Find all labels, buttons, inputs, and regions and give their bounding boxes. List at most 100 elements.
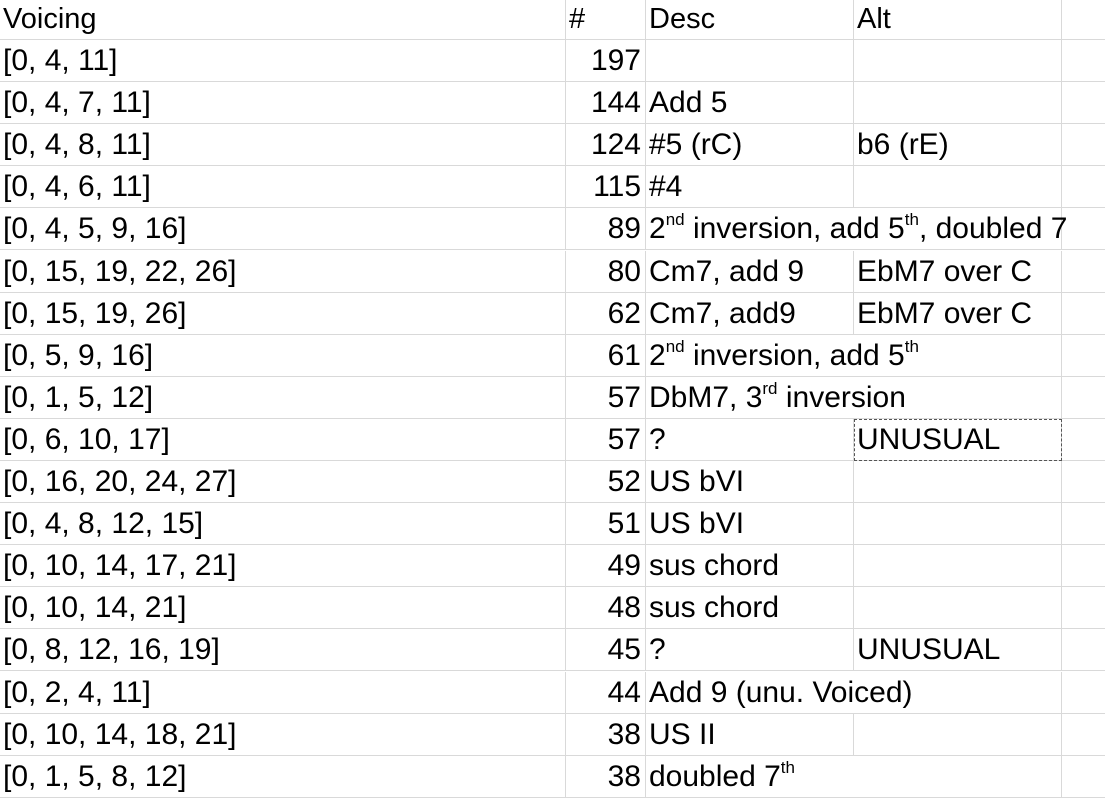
desc-cell[interactable]: doubled 7th xyxy=(646,756,854,798)
desc-cell[interactable]: Cm7, add9 xyxy=(646,292,854,335)
count-cell[interactable]: 62 xyxy=(566,292,646,335)
desc-cell[interactable]: US bVI xyxy=(646,503,854,546)
desc-value: ? xyxy=(649,633,666,667)
empty-cell[interactable] xyxy=(1062,545,1105,588)
count-cell[interactable]: 48 xyxy=(566,587,646,630)
alt-cell[interactable]: EbM7 over C xyxy=(854,292,1062,335)
desc-cell[interactable]: Add 9 (unu. Voiced) xyxy=(646,672,913,714)
alt-cell[interactable]: EbM7 over C xyxy=(854,250,1062,293)
voicing-cell[interactable]: [0, 4, 7, 11] xyxy=(0,82,566,125)
empty-cell[interactable] xyxy=(1062,335,1105,377)
table-row: [0, 4, 11]197 xyxy=(0,40,1105,82)
desc-cell[interactable]: #4 xyxy=(646,166,854,209)
count-cell[interactable]: 38 xyxy=(566,713,646,756)
empty-cell[interactable] xyxy=(1062,629,1105,672)
count-cell[interactable]: 89 xyxy=(566,208,646,251)
alt-cell[interactable] xyxy=(854,334,1062,377)
header-count-cell[interactable]: # xyxy=(566,0,646,40)
empty-cell[interactable] xyxy=(1062,40,1105,82)
desc-cell[interactable]: ? xyxy=(646,418,854,461)
voicing-cell[interactable]: [0, 4, 11] xyxy=(0,40,566,82)
alt-cell[interactable] xyxy=(854,82,1062,125)
count-cell[interactable]: 144 xyxy=(566,82,646,125)
desc-cell[interactable]: ? xyxy=(646,629,854,672)
empty-cell[interactable] xyxy=(1062,208,1105,251)
desc-cell[interactable] xyxy=(646,40,854,82)
empty-cell[interactable] xyxy=(1062,419,1105,461)
desc-cell[interactable]: 2nd inversion, add 5th, doubled 7 xyxy=(646,208,1067,251)
voicing-cell[interactable]: [0, 4, 8, 11] xyxy=(0,124,566,167)
empty-cell[interactable] xyxy=(1062,166,1105,209)
voicing-cell[interactable]: [0, 10, 14, 17, 21] xyxy=(0,545,566,588)
empty-cell[interactable] xyxy=(1062,377,1105,419)
count-cell[interactable]: 38 xyxy=(566,755,646,798)
voicing-value: [0, 10, 14, 18, 21] xyxy=(3,717,237,751)
desc-cell[interactable]: #5 (rC) xyxy=(646,124,854,167)
count-cell[interactable]: 124 xyxy=(566,124,646,167)
voicing-cell[interactable]: [0, 10, 14, 21] xyxy=(0,587,566,630)
count-cell[interactable]: 57 xyxy=(566,418,646,461)
voicing-cell[interactable]: [0, 8, 12, 16, 19] xyxy=(0,629,566,672)
desc-cell[interactable]: sus chord xyxy=(646,587,854,630)
desc-cell[interactable]: DbM7, 3rd inversion xyxy=(646,377,906,419)
empty-cell[interactable] xyxy=(1062,461,1105,503)
alt-cell[interactable]: b6 (rE) xyxy=(854,124,1062,167)
voicing-cell[interactable]: [0, 15, 19, 22, 26] xyxy=(0,250,566,293)
voicing-cell[interactable]: [0, 4, 5, 9, 16] xyxy=(0,208,566,251)
voicing-cell[interactable]: [0, 4, 6, 11] xyxy=(0,166,566,209)
empty-cell[interactable] xyxy=(1062,503,1105,546)
desc-cell[interactable]: Add 5 xyxy=(646,82,854,125)
desc-cell[interactable]: US bVI xyxy=(646,461,854,503)
header-alt-cell[interactable]: Alt xyxy=(854,0,1062,40)
voicing-cell[interactable]: [0, 1, 5, 12] xyxy=(0,376,566,419)
count-cell[interactable]: 115 xyxy=(566,166,646,209)
alt-cell[interactable] xyxy=(854,461,1062,503)
empty-cell[interactable] xyxy=(1062,587,1105,630)
alt-cell[interactable] xyxy=(854,713,1062,756)
voicing-cell[interactable]: [0, 15, 19, 26] xyxy=(0,292,566,335)
voicing-cell[interactable]: [0, 2, 4, 11] xyxy=(0,671,566,714)
voicing-cell[interactable]: [0, 4, 8, 12, 15] xyxy=(0,503,566,546)
count-cell[interactable]: 197 xyxy=(566,40,646,82)
empty-cell[interactable] xyxy=(1062,714,1105,756)
empty-cell[interactable] xyxy=(1062,251,1105,293)
alt-cell[interactable] xyxy=(854,503,1062,546)
voicing-cell[interactable]: [0, 16, 20, 24, 27] xyxy=(0,461,566,503)
voicing-cell[interactable]: [0, 1, 5, 8, 12] xyxy=(0,755,566,798)
voicing-cell[interactable]: [0, 5, 9, 16] xyxy=(0,334,566,377)
empty-cell[interactable] xyxy=(1062,672,1105,714)
count-cell[interactable]: 80 xyxy=(566,250,646,293)
header-desc-cell[interactable]: Desc xyxy=(646,0,854,40)
voicing-cell[interactable]: [0, 6, 10, 17] xyxy=(0,418,566,461)
count-cell[interactable]: 44 xyxy=(566,671,646,714)
desc-cell[interactable]: US II xyxy=(646,713,854,756)
empty-cell[interactable] xyxy=(1062,756,1105,798)
empty-cell[interactable] xyxy=(1062,82,1105,125)
desc-cell[interactable]: sus chord xyxy=(646,545,854,588)
alt-cell[interactable]: UNUSUAL xyxy=(854,629,1062,672)
empty-cell[interactable] xyxy=(1062,0,1105,40)
empty-cell[interactable] xyxy=(1062,293,1105,335)
count-cell[interactable]: 52 xyxy=(566,461,646,503)
alt-cell[interactable]: UNUSUAL xyxy=(854,418,1062,461)
alt-cell[interactable] xyxy=(854,587,1062,630)
count-cell[interactable]: 57 xyxy=(566,376,646,419)
alt-cell[interactable] xyxy=(854,208,1062,251)
alt-cell[interactable] xyxy=(854,545,1062,588)
alt-cell[interactable] xyxy=(854,671,1062,714)
alt-cell[interactable] xyxy=(854,755,1062,798)
count-cell[interactable]: 45 xyxy=(566,629,646,672)
header-count-label: # xyxy=(569,3,586,35)
voicing-cell[interactable]: [0, 10, 14, 18, 21] xyxy=(0,713,566,756)
count-cell[interactable]: 61 xyxy=(566,334,646,377)
alt-cell[interactable] xyxy=(854,40,1062,82)
count-cell[interactable]: 49 xyxy=(566,545,646,588)
desc-cell[interactable]: 2nd inversion, add 5th xyxy=(646,335,919,377)
alt-cell[interactable] xyxy=(854,376,1062,419)
header-voicing-cell[interactable]: Voicing xyxy=(0,0,566,40)
count-cell[interactable]: 51 xyxy=(566,503,646,546)
desc-cell[interactable]: Cm7, add 9 xyxy=(646,250,854,293)
alt-cell[interactable] xyxy=(854,166,1062,209)
empty-cell[interactable] xyxy=(1062,124,1105,167)
count-value: 144 xyxy=(590,86,641,120)
